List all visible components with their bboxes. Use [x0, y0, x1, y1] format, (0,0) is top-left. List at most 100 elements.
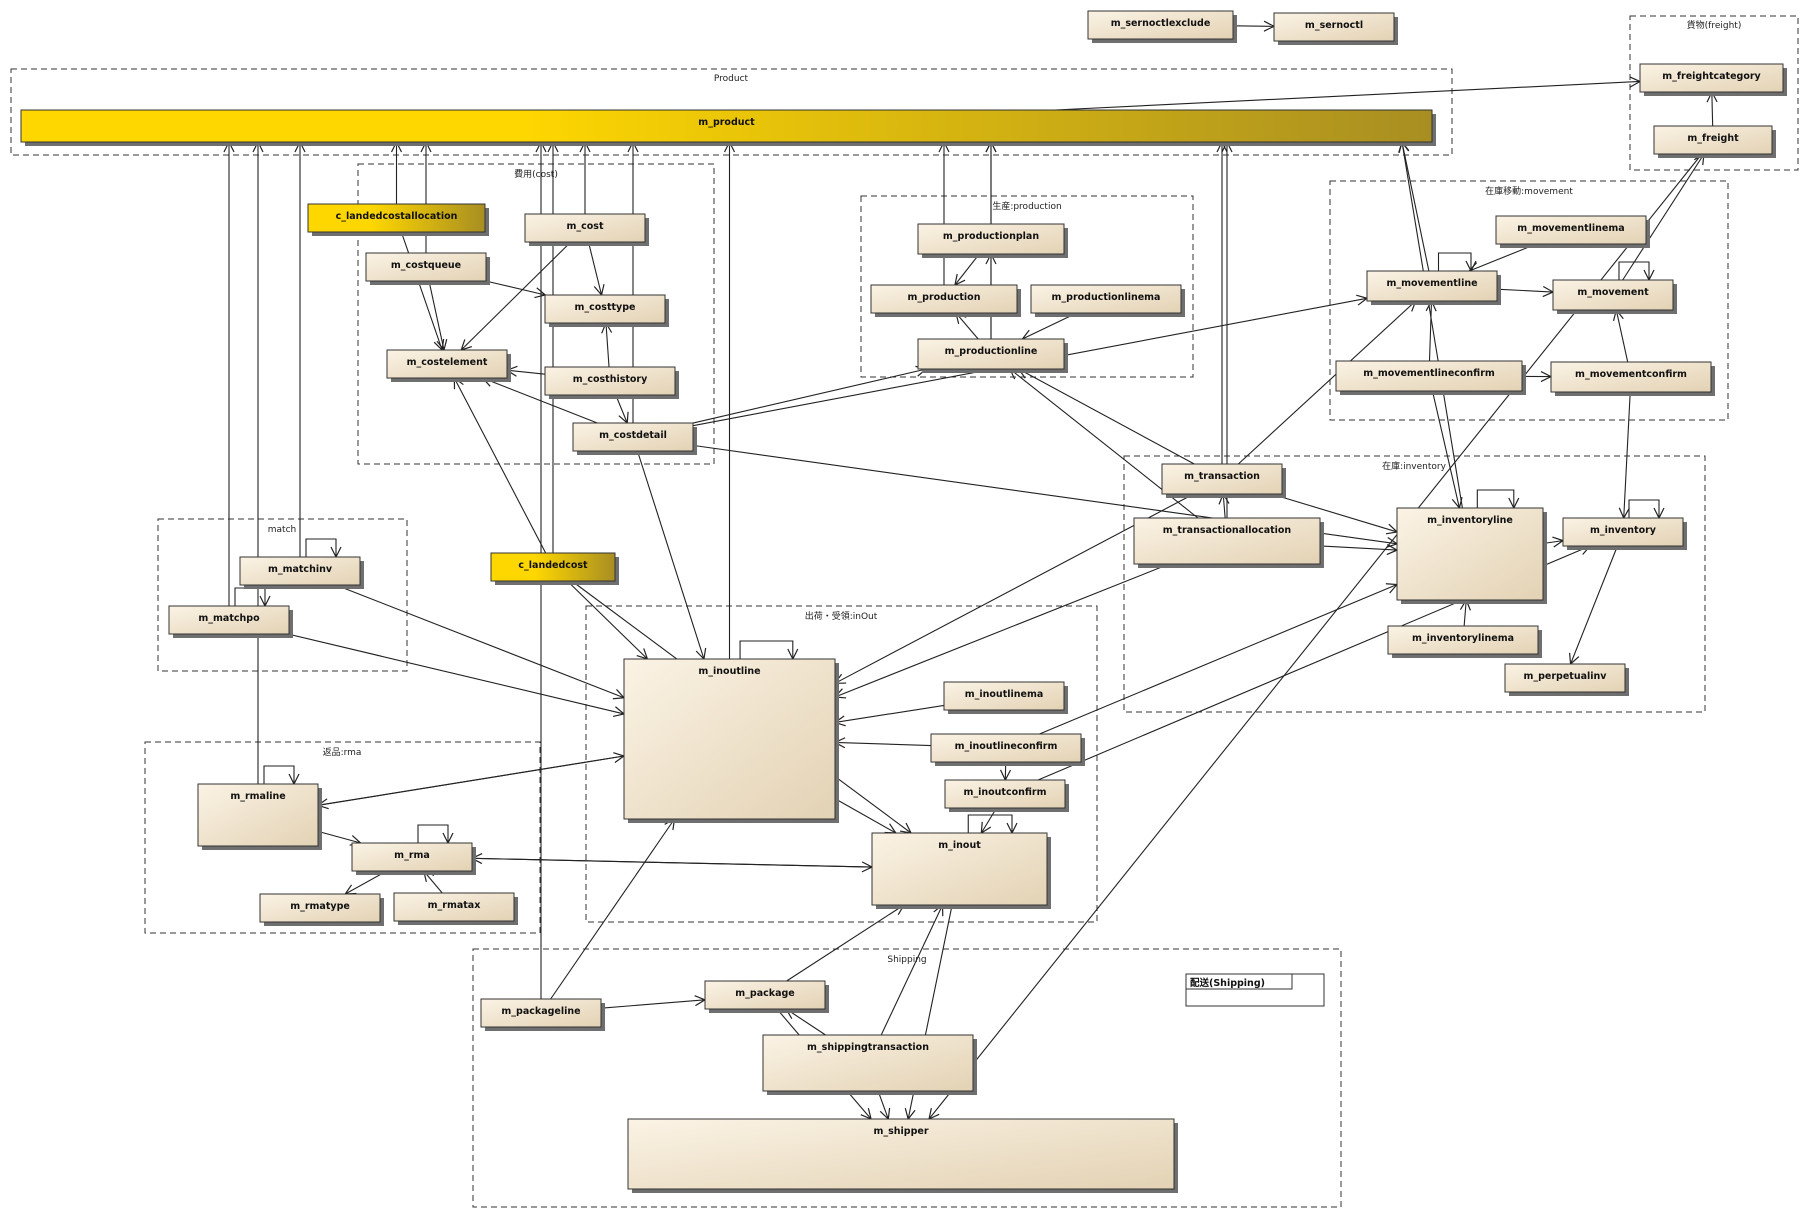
entity-m-movementlineconfirm[interactable]: m_movementlineconfirm [1335, 360, 1526, 395]
relation-m-rma-to-m-rma [417, 824, 448, 843]
entity-m-matchinv[interactable]: m_matchinv [239, 556, 364, 589]
entity-m-packageline[interactable]: m_packageline [480, 998, 605, 1031]
entity-name: m_productionlinema [1052, 292, 1161, 303]
entity-m-freight[interactable]: m_freight [1653, 125, 1776, 158]
entity-m-inout[interactable]: m_inout [871, 832, 1051, 909]
entity-c-landedcost[interactable]: c_landedcost [490, 552, 619, 585]
entity-box [20, 109, 1433, 143]
entity-m-costdetail[interactable]: m_costdetail [572, 422, 697, 455]
entity-name: m_matchpo [198, 613, 260, 624]
entity-m-product[interactable]: m_product [20, 109, 1436, 146]
entity-box [917, 223, 1065, 255]
entity-m-inoutline[interactable]: m_inoutline [623, 658, 839, 823]
entity-m-costtype[interactable]: m_costtype [544, 294, 669, 327]
relation-m-matchpo-to-m-inoutline [287, 633, 624, 714]
entity-box [490, 552, 616, 582]
entity-m-cost[interactable]: m_cost [524, 213, 649, 246]
entity-name: m_inventorylinema [1412, 633, 1514, 644]
relation-m-productionplan-to-m-production [955, 253, 980, 285]
package-movement: 在庫移動:movement [1329, 180, 1729, 421]
relation-m-inventory-to-m-inventory [1628, 499, 1659, 518]
entity-m-movement[interactable]: m_movement [1552, 279, 1677, 314]
relation-m-freight-to-m-shipper [929, 153, 1703, 1119]
entity-m-transactionallocation[interactable]: m_transactionallocation [1133, 517, 1324, 568]
entity-box [704, 980, 826, 1010]
relation-m-matchinv-to-m-inoutline [335, 584, 624, 698]
entity-m-inventory[interactable]: m_inventory [1562, 517, 1687, 550]
entity-m-productionlinema[interactable]: m_productionlinema [1030, 284, 1185, 317]
entity-box [1335, 360, 1523, 392]
entity-m-inoutconfirm[interactable]: m_inoutconfirm [944, 779, 1069, 812]
relation-m-cost-to-m-costtype [587, 241, 601, 295]
entity-m-productionline[interactable]: m_productionline [917, 338, 1068, 373]
entity-m-costhistory[interactable]: m_costhistory [544, 366, 679, 399]
package-freight: 貨物(freight) [1629, 15, 1799, 171]
entity-name: c_landedcostallocation [336, 211, 458, 222]
relation-m-inventoryline-to-m-product [1402, 142, 1463, 509]
relation-m-inoutlinema-to-m-inoutline [835, 704, 945, 722]
entity-m-rmaline[interactable]: m_rmaline [197, 783, 322, 850]
relation-m-movement-to-m-freight [1622, 154, 1704, 281]
entity-m-shipper[interactable]: m_shipper [627, 1118, 1178, 1193]
entity-box [944, 779, 1066, 809]
relation-m-inventoryline-to-m-inventoryline [1476, 489, 1514, 508]
entity-m-rmatax[interactable]: m_rmatax [393, 892, 518, 925]
relation-m-movementline-to-m-movementline [1437, 252, 1472, 271]
entity-box [544, 366, 676, 396]
entity-name: m_shipper [873, 1126, 928, 1137]
entity-m-transaction[interactable]: m_transaction [1161, 463, 1286, 498]
relation-m-costhistory-to-m-costtype [606, 323, 609, 368]
entity-m-production[interactable]: m_production [870, 284, 1021, 317]
entity-m-perpetualinv[interactable]: m_perpetualinv [1504, 663, 1629, 696]
relation-m-inoutlineconfirm-to-m-inventoryline [1039, 585, 1397, 735]
entity-name: m_product [698, 117, 755, 128]
entity-m-sernoctl[interactable]: m_sernoctl [1273, 12, 1398, 45]
entity-m-movementline[interactable]: m_movementline [1366, 270, 1501, 305]
package-label: Product [714, 74, 749, 84]
entity-m-freightcategory[interactable]: m_freightcategory [1639, 63, 1787, 96]
entity-name: m_sernoctlexclude [1111, 18, 1211, 29]
entity-name: c_landedcost [518, 560, 588, 571]
relation-m-movementconfirm-to-m-movement [1616, 310, 1629, 363]
package-inventory: 在庫:inventory [1123, 455, 1706, 713]
relation-m-transaction-to-m-movementline [1237, 301, 1415, 465]
entity-m-movementconfirm[interactable]: m_movementconfirm [1550, 361, 1715, 396]
relation-m-costqueue-to-m-costelement [428, 280, 444, 350]
entity-name: m_inoutlinema [965, 689, 1044, 700]
entity-m-inventorylinema[interactable]: m_inventorylinema [1387, 625, 1542, 658]
package-label: 生産:production [992, 200, 1061, 212]
entity-m-movementlinema[interactable]: m_movementlinema [1495, 215, 1650, 248]
entity-m-sernoctlexclude[interactable]: m_sernoctlexclude [1087, 10, 1237, 43]
entity-m-matchpo[interactable]: m_matchpo [168, 605, 293, 638]
relation-m-freight-to-m-freightcategory [1712, 92, 1713, 127]
entity-name: m_inventoryline [1427, 515, 1513, 526]
entity-m-shippingtransaction[interactable]: m_shippingtransaction [762, 1034, 977, 1095]
entity-m-costelement[interactable]: m_costelement [386, 349, 511, 382]
relation-m-movementconfirm-to-m-inventory [1624, 391, 1631, 518]
entity-name: m_inoutconfirm [963, 787, 1046, 798]
entity-m-rmatype[interactable]: m_rmatype [259, 893, 384, 926]
relation-m-shippingtransaction-to-m-shipper [877, 1090, 888, 1119]
entity-m-package[interactable]: m_package [704, 980, 829, 1013]
entity-m-inventoryline[interactable]: m_inventoryline [1396, 507, 1547, 604]
entity-m-inoutlinema[interactable]: m_inoutlinema [943, 681, 1068, 714]
relation-m-movement-to-m-movement [1618, 261, 1649, 280]
entity-name: m_costdetail [599, 430, 667, 441]
entity-box [480, 998, 602, 1028]
entity-name: m_production [908, 292, 981, 303]
relation-m-movementline-to-m-movement [1496, 289, 1553, 292]
entity-m-inoutlineconfirm[interactable]: m_inoutlineconfirm [930, 733, 1085, 766]
relation-m-packageline-to-m-inoutline [550, 819, 675, 1000]
entity-box [943, 681, 1065, 711]
relation-m-productionlinema-to-m-productionline [1022, 312, 1077, 339]
entity-name: m_movementlinema [1517, 223, 1624, 234]
entity-box [1366, 270, 1498, 302]
entity-m-costqueue[interactable]: m_costqueue [365, 252, 490, 285]
entity-c-landedcostallocation[interactable]: c_landedcostallocation [307, 203, 489, 236]
relation-m-costdetail-to-m-costelement [483, 378, 598, 424]
entity-box [1495, 215, 1647, 245]
entity-name: m_rmaline [230, 791, 285, 802]
entity-m-rma[interactable]: m_rma [351, 842, 476, 875]
entity-box [524, 213, 646, 243]
entity-m-productionplan[interactable]: m_productionplan [917, 223, 1068, 258]
